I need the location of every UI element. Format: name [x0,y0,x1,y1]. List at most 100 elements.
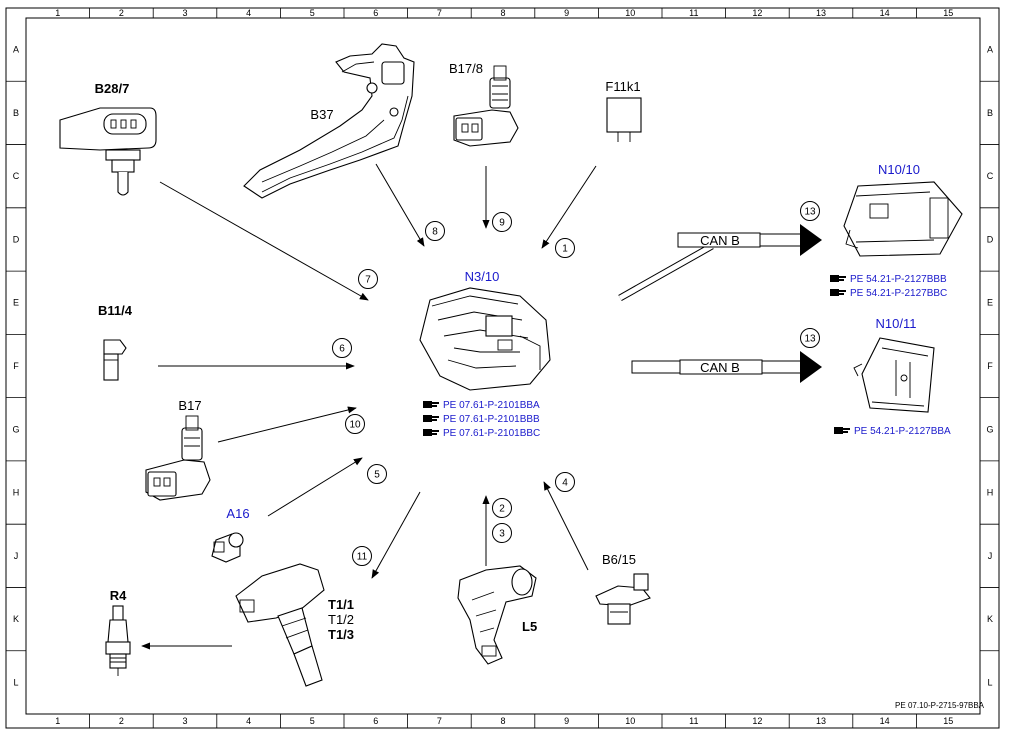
reference-link[interactable]: PE 54.21-P-2127BBC [830,288,947,299]
reference-link[interactable]: PE 54.21-P-2127BBB [830,274,947,285]
can-bus-bottom [631,351,822,383]
grid-row-right: H [987,488,994,498]
svg-text:PE 07.61-P-2101BBB: PE 07.61-P-2101BBB [443,414,540,425]
signal-circle-13: 13 [800,201,820,221]
svg-text:5: 5 [374,470,380,481]
grid-row-right: D [987,234,994,244]
grid-col-bottom: 15 [943,716,953,726]
references-n10-10: PE 54.21-P-2127BBB PE 54.21-P-2127BBC [830,274,947,299]
grid-row-right: B [987,108,993,118]
svg-text:6: 6 [339,344,345,355]
signal-circle-10: 10 [345,414,365,434]
accelerator-pedal-b37-icon [243,43,415,199]
ignition-coil-t1-icon [235,563,325,687]
svg-text:13: 13 [804,334,816,345]
grid-row-right: G [986,424,993,434]
reference-link[interactable]: PE 07.61-P-2101BBB [423,414,540,425]
engine-control-unit-n3-10-icon [419,287,551,391]
signal-circle-1: 1 [555,238,575,258]
grid-col-bottom: 1 [55,716,60,726]
grid-col-bottom: 13 [816,716,826,726]
grid-col-bottom: 14 [880,716,890,726]
label-r4: R4 [110,588,127,603]
can-bus-top [618,224,822,302]
coolant-sensor-b11-4-icon [103,339,127,381]
grid-row-left: F [13,361,19,371]
grid-col-top: 5 [310,8,315,18]
svg-text:PE 54.21-P-2127BBB: PE 54.21-P-2127BBB [850,274,947,285]
grid-row-left: J [14,551,19,561]
pointing-hand-icon [834,427,850,434]
signal-circle-3: 3 [492,523,512,543]
grid-col-bottom: 4 [246,716,251,726]
svg-text:2: 2 [499,504,505,515]
svg-text:PE 54.21-P-2127BBC: PE 54.21-P-2127BBC [850,288,947,299]
grid-row-left: C [13,171,20,181]
pointing-hand-icon [830,289,846,296]
label-b17: B17 [178,398,201,413]
grid-col-bottom: 11 [689,716,698,726]
pointing-hand-icon [830,275,846,282]
grid-row-right: E [987,298,993,308]
reference-link[interactable]: PE 54.21-P-2127BBA [834,426,951,437]
reference-link[interactable]: PE 07.61-P-2101BBA [423,400,540,411]
grid-row-left: D [13,234,20,244]
svg-text:9: 9 [499,218,505,229]
svg-text:PE 07.61-P-2101BBC: PE 07.61-P-2101BBC [443,428,540,439]
signal-circle-6: 6 [332,338,352,358]
label-t1-2: T1/2 [328,612,354,627]
camshaft-sensor-b6-15-icon [595,573,651,625]
signal-circle-2: 2 [492,498,512,518]
svg-text:11: 11 [357,552,368,563]
drawing-number: PE 07.10-P-2715-97BBA [895,701,985,710]
grid-col-top: 13 [816,8,826,18]
grid-row-right: A [987,45,993,55]
can-b-label-bottom: CAN B [700,360,740,375]
grid-row-right: F [987,361,993,371]
sam-module-n10-10-icon [843,181,963,257]
grid-col-top: 10 [625,8,635,18]
svg-text:3: 3 [499,529,505,540]
grid-col-bottom: 7 [437,716,442,726]
signal-circle-4: 4 [555,472,575,492]
grid-col-top: 4 [246,8,251,18]
label-b6-15: B6/15 [602,552,636,567]
grid-row-left: E [13,298,19,308]
references-n10-11: PE 54.21-P-2127BBA [834,426,951,437]
grid-labels: 1122334455667788991010111112121313141415… [12,8,993,726]
svg-text:PE 07.61-P-2101BBA: PE 07.61-P-2101BBA [443,400,540,411]
signal-circle-11: 11 [352,546,372,566]
pointing-hand-icon [423,415,439,422]
pointing-hand-icon [423,401,439,408]
sam-module-n10-11-icon [853,337,935,413]
signal-circle-8: 8 [425,221,445,241]
grid-col-top: 15 [943,8,953,18]
grid-col-top: 8 [500,8,505,18]
grid-row-left: L [13,677,18,687]
outer-frame [5,7,1000,729]
knock-sensor-a16-icon [211,532,244,563]
grid-col-bottom: 9 [564,716,569,726]
grid-col-bottom: 10 [625,716,635,726]
grid-col-bottom: 3 [182,716,187,726]
grid-lines [6,8,999,728]
signal-circle-13: 13 [800,328,820,348]
references-n3-10: PE 07.61-P-2101BBA PE 07.61-P-2101BBB PE 0… [423,400,540,439]
grid-col-top: 3 [182,8,187,18]
can-b-label-top: CAN B [700,233,740,248]
grid-row-right: K [987,614,993,624]
label-b11-4: B11/4 [98,303,133,318]
label-a16: A16 [226,506,249,521]
temperature-sensor-b17-icon [145,415,211,501]
grid-col-bottom: 6 [373,716,378,726]
grid-col-top: 1 [55,8,60,18]
signal-circle-5: 5 [367,464,387,484]
reference-link[interactable]: PE 07.61-P-2101BBC [423,428,540,439]
spark-plug-r4-icon [105,605,131,676]
label-b28-7: B28/7 [95,81,130,96]
temperature-sensor-b17-8-icon [453,65,519,147]
crankshaft-sensor-l5-icon [457,565,537,665]
